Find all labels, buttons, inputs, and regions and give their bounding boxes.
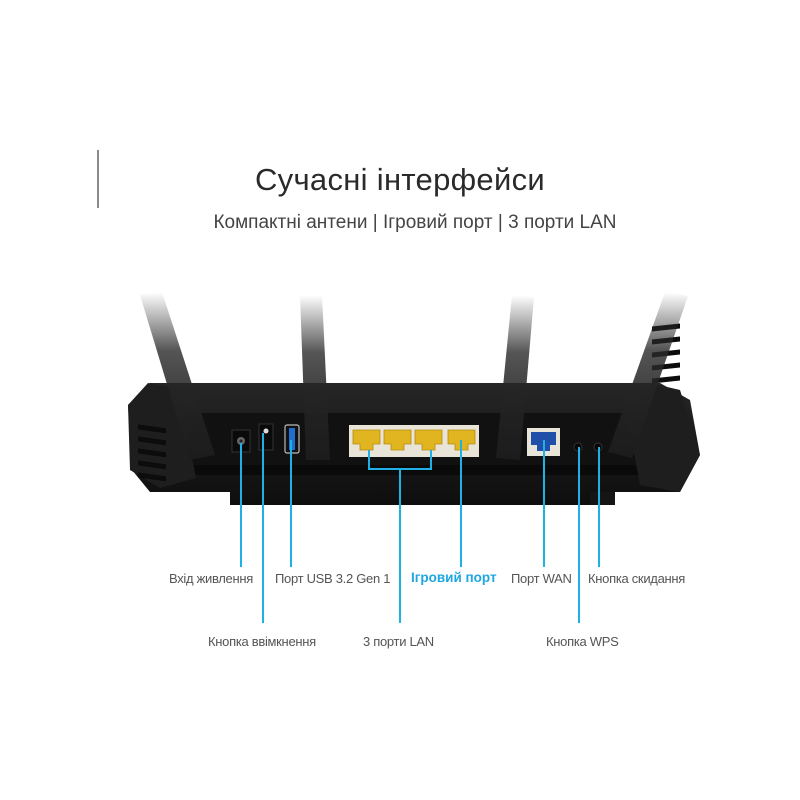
callout-line-gaming-port [460, 440, 462, 567]
callout-line-lan [399, 468, 401, 623]
decorative-divider [97, 150, 99, 208]
callout-line-wps [578, 447, 580, 623]
label-power-button: Кнопка ввімкнення [208, 634, 316, 649]
antennas [140, 292, 688, 460]
callout-line-wan [543, 440, 545, 567]
router-body [128, 323, 700, 505]
label-usb-port: Порт USB 3.2 Gen 1 [275, 571, 391, 586]
callout-line-power-button [262, 433, 264, 623]
callout-line-lan-left [368, 450, 370, 470]
label-reset-button: Кнопка скидання [588, 571, 685, 586]
usb-port-icon [284, 424, 300, 454]
callout-line-usb [290, 440, 292, 567]
label-wps-button: Кнопка WPS [546, 634, 619, 649]
callout-line-reset [598, 447, 600, 567]
label-wan-port: Порт WAN [511, 571, 572, 586]
label-lan-ports: 3 порти LAN [363, 634, 434, 649]
callout-line-lan-right [430, 450, 432, 470]
label-gaming-port: Ігровий порт [411, 570, 497, 585]
label-power-input: Вхід живлення [169, 571, 253, 586]
page-title: Сучасні інтерфейси [254, 162, 545, 197]
page-subtitle: Компактні антени | Ігровий порт | 3 порт… [213, 212, 617, 233]
lan-gaming-ports [349, 425, 479, 457]
power-jack-icon [231, 429, 251, 453]
callout-line-power-input [240, 443, 242, 567]
